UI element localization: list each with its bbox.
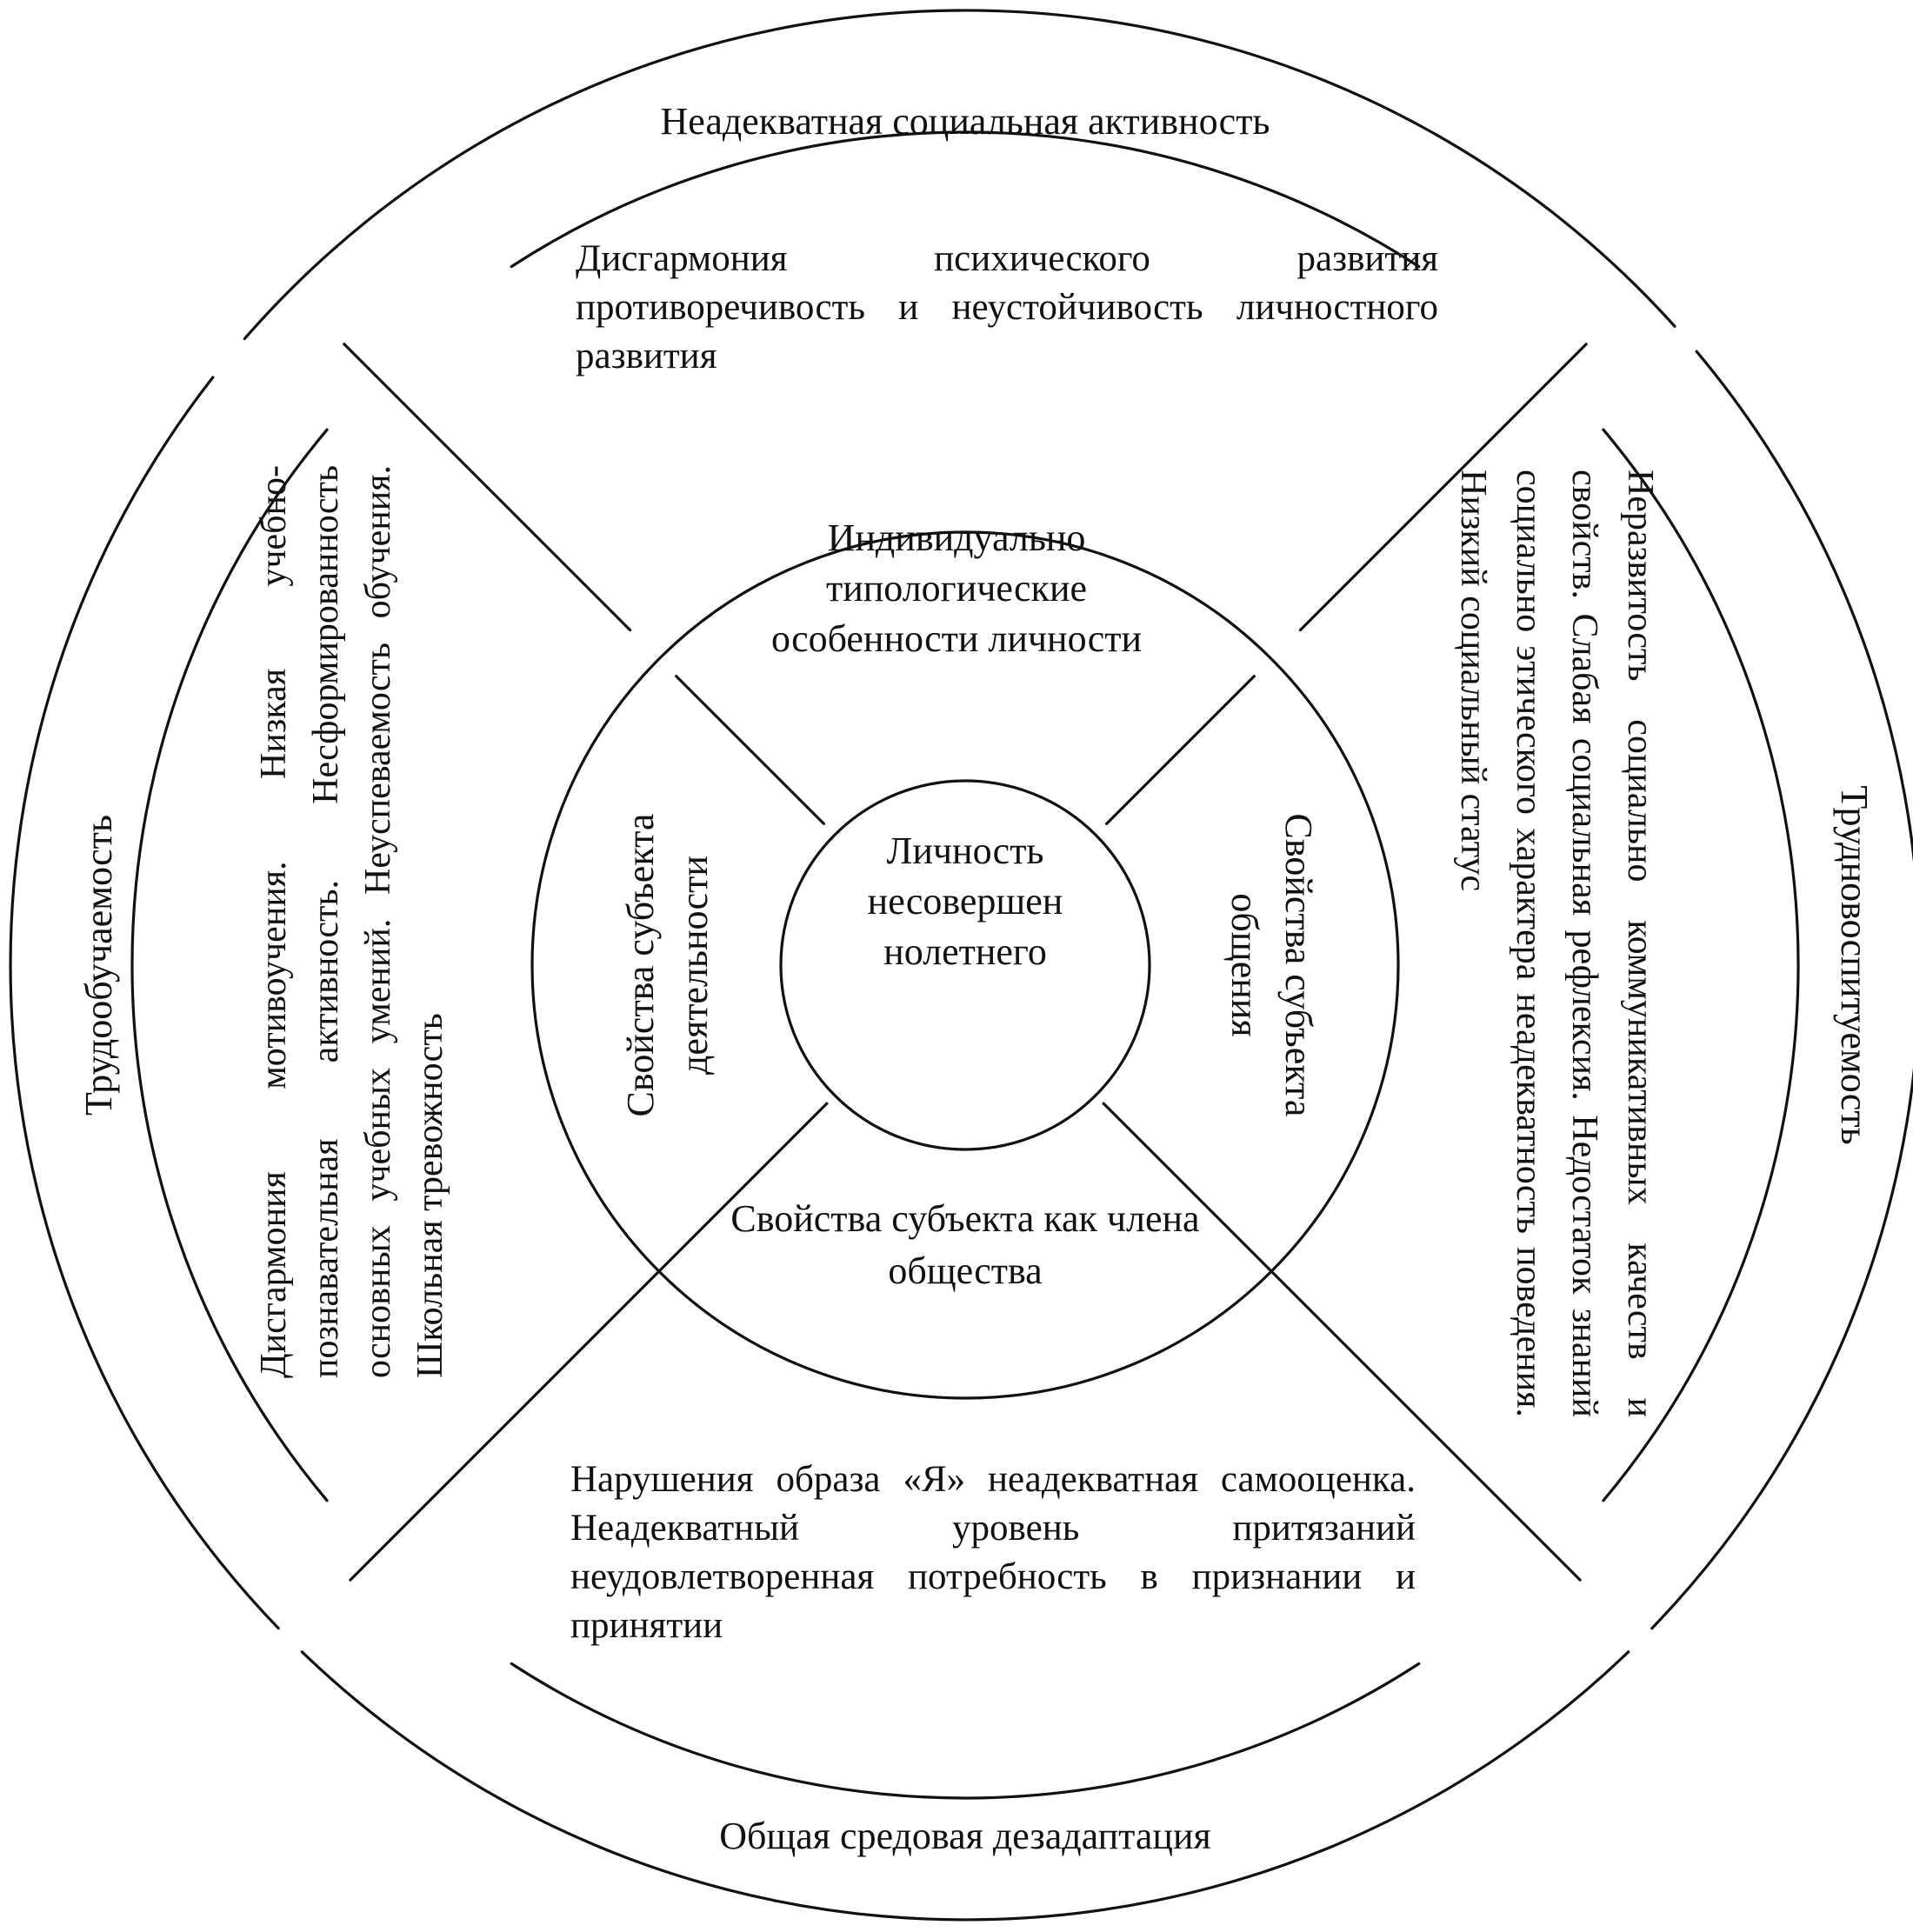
ring-label-top: Неадекватная социальная активность	[660, 100, 1270, 143]
inner-text-bottom: Свойства субъекта как члена общества	[730, 1197, 1200, 1292]
center-text-line1: Личность	[886, 829, 1044, 872]
outer-circle-arc-4	[243, 9, 1676, 341]
middle-arc-bottom	[510, 1662, 1421, 1800]
center-circle	[779, 779, 1151, 1151]
sector-text-top: Дисгармония психического развития против…	[576, 238, 1438, 376]
divider-upper-right-outer	[1298, 343, 1588, 632]
center-text: Личность несовершен нолетнего	[809, 826, 1122, 977]
outer-circle-arc-1	[1650, 350, 1913, 1630]
outer-circle-arc-2	[300, 1650, 1630, 1922]
center-text-line2: несовершен	[867, 880, 1063, 923]
divider-upper-right-inner	[1104, 675, 1256, 826]
middle-arc-right	[1602, 428, 1800, 1502]
outer-circle	[9, 9, 1913, 1922]
sector-text-left: Дисгармония мотивоучения. Низкая учебно-…	[254, 465, 450, 1378]
inner-text-left: Свойства субъекта деятельности	[619, 813, 716, 1117]
middle-arc-left	[130, 428, 329, 1502]
inner-circle	[530, 530, 1400, 1400]
center-text-line3: нолетнего	[883, 930, 1047, 973]
sector-text-right: Неразвитость социально коммуникативных к…	[1453, 470, 1660, 1417]
middle-arc-top	[510, 130, 1421, 269]
divider-lower-left	[349, 1102, 829, 1582]
ring-label-bottom: Общая средовая дезадаптация	[719, 1815, 1211, 1857]
divider-lower-right	[1102, 1102, 1582, 1582]
inner-text-top: Индивидуально типологические особенности…	[770, 516, 1143, 660]
ring-label-left: Трудообучаемость	[77, 815, 120, 1116]
middle-ring-arcs	[130, 130, 1800, 1800]
diagonal-dividers	[343, 343, 1588, 1582]
sector-text-bottom: Нарушения образа «Я» неадекватная самооц…	[570, 1459, 1416, 1646]
divider-upper-left-outer	[343, 343, 632, 632]
inner-text-right: Свойства субъекта общения	[1223, 813, 1320, 1117]
outer-circle-arc-3	[9, 376, 280, 1630]
divider-upper-left-inner	[675, 675, 826, 826]
ring-label-right: Трудновоспитуемость	[1833, 785, 1876, 1145]
